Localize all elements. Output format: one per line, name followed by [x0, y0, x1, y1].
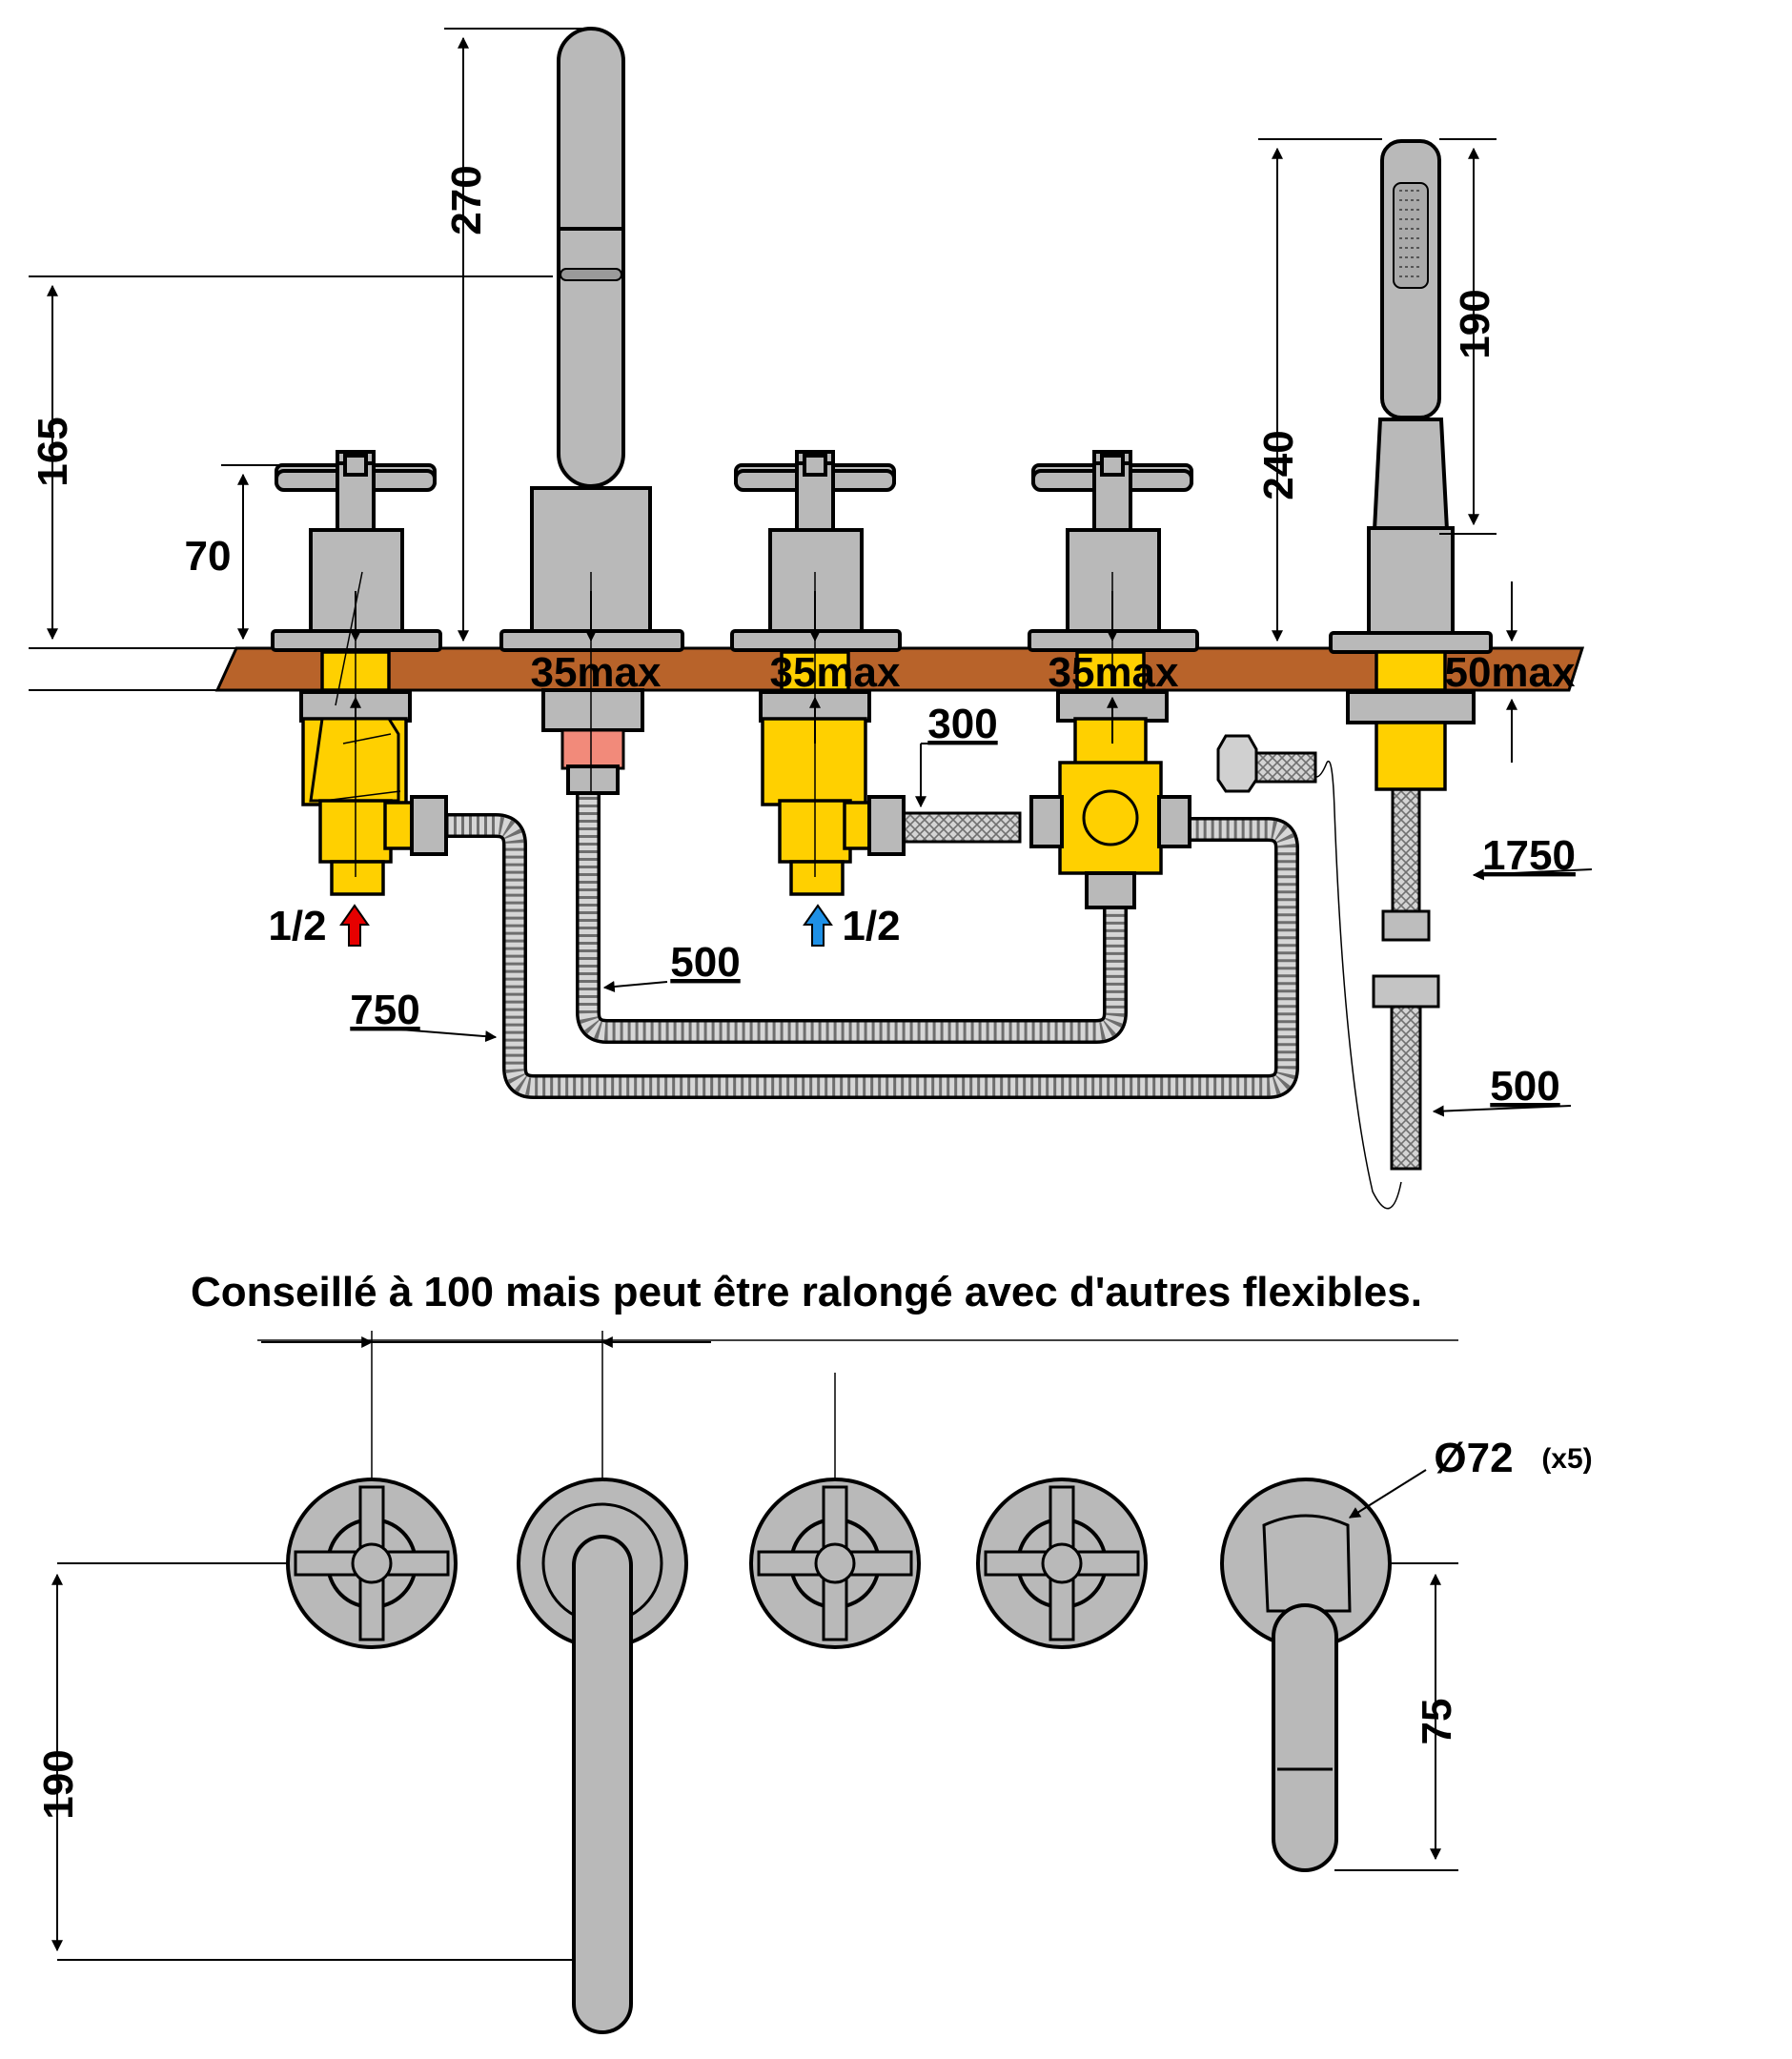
hose-750 — [426, 813, 1299, 1099]
hose-500-middle — [576, 769, 1128, 1044]
shower-hose-1750 — [1216, 734, 1440, 1210]
plan-cross-handle-2 — [749, 1478, 921, 1649]
dim-500-middle-label: 500 — [670, 939, 740, 986]
max-label-cold: 35max — [769, 649, 901, 696]
quantity-label: (x5) — [1541, 1443, 1592, 1475]
plan-shower-holder — [1220, 1478, 1392, 1872]
dim-190-top-label: 190 — [1452, 289, 1498, 358]
dim-750-label: 750 — [350, 987, 419, 1033]
dim-1750-label: 1750 — [1482, 832, 1576, 879]
hose-300 — [894, 811, 1022, 844]
hot-inlet-arrow-icon — [339, 904, 370, 947]
dim-75-label: 75 — [1414, 1699, 1460, 1745]
cross-handle-diverter — [1031, 454, 1193, 532]
dim-300-label: 300 — [927, 701, 997, 747]
max-label-shower: 50max — [1444, 649, 1576, 696]
diameter-label: Ø72 — [1434, 1435, 1513, 1481]
max-label-spout: 35max — [530, 649, 662, 696]
dim-165-label: 165 — [30, 417, 76, 486]
inlet-cold-label: 1/2 — [842, 903, 900, 949]
plan-cross-handle-1 — [286, 1478, 458, 1649]
inlet-hot-label: 1/2 — [268, 903, 326, 949]
dimension-lines-top — [29, 28, 1593, 1117]
dim-190-bottom-label: 190 — [35, 1749, 82, 1819]
dim-70-label: 70 — [185, 533, 232, 580]
cold-inlet-arrow-icon — [803, 904, 833, 947]
dim-500-right-label: 500 — [1490, 1063, 1559, 1110]
max-label-diverter: 35max — [1048, 649, 1179, 696]
dim-270-label: 270 — [443, 165, 490, 234]
note-text: Conseillé à 100 mais peut être ralongé a… — [191, 1269, 1422, 1315]
plan-cross-handle-3 — [976, 1478, 1148, 1649]
cross-handle-hot — [275, 454, 437, 532]
dim-240-label: 240 — [1255, 430, 1302, 499]
plan-view — [51, 1331, 1458, 2034]
plan-spout — [517, 1478, 688, 2034]
hand-shower — [1329, 139, 1493, 791]
cross-handle-cold — [734, 454, 896, 532]
